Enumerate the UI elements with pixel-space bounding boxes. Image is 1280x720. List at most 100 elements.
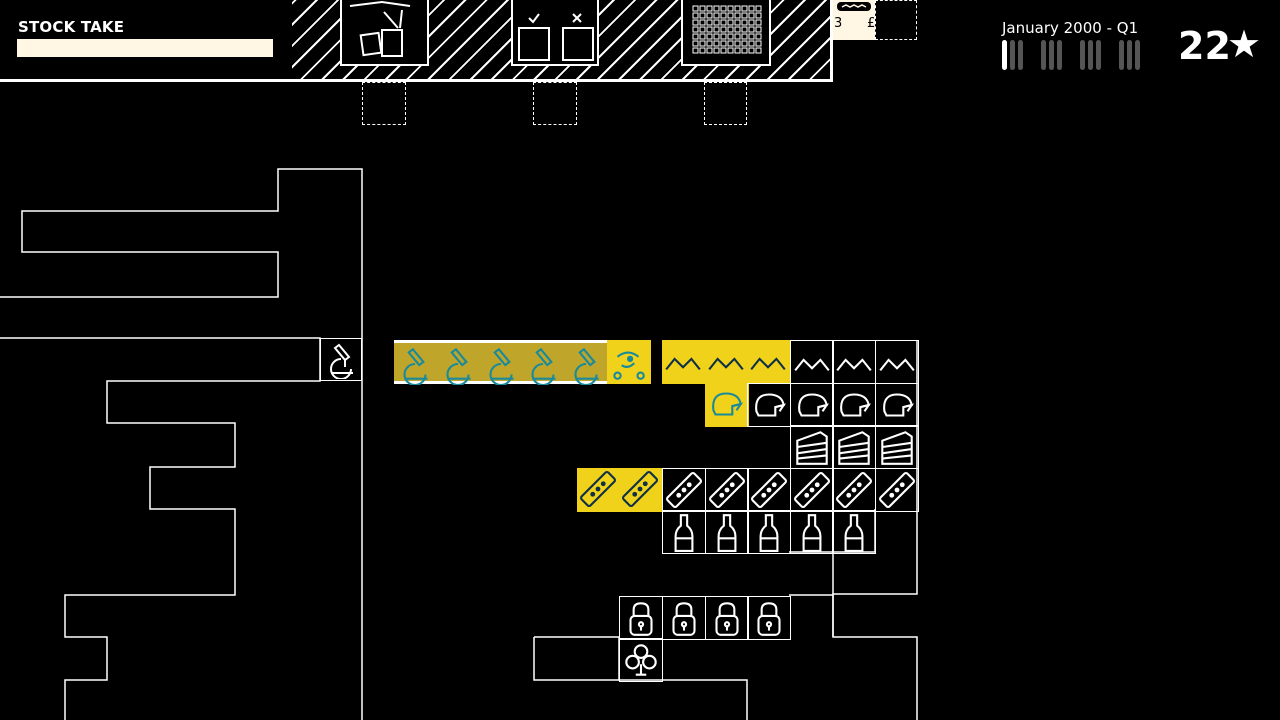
microscope-icon	[489, 347, 514, 387]
item-tile[interactable]	[437, 340, 481, 387]
item-tile[interactable]	[875, 425, 919, 469]
card-digit-left: 3	[834, 16, 843, 31]
incoming-microscope-item[interactable]	[320, 338, 362, 381]
quarter-tick	[1049, 40, 1054, 70]
alien-head-icon	[883, 393, 915, 417]
padlock-icon	[672, 602, 696, 636]
item-tile[interactable]	[619, 468, 663, 512]
output-slot-1[interactable]	[362, 82, 406, 125]
item-tile[interactable]	[747, 383, 791, 427]
bottle-icon	[844, 514, 864, 552]
item-tile[interactable]	[662, 468, 706, 512]
quarter-tick	[1127, 40, 1132, 70]
quarter-tick	[1088, 40, 1093, 70]
item-tile[interactable]	[875, 468, 919, 512]
domino-icon	[709, 472, 745, 508]
item-tile[interactable]	[705, 383, 749, 427]
quarter-tick	[1096, 40, 1101, 70]
item-tile[interactable]	[747, 340, 791, 384]
item-tile[interactable]	[747, 510, 791, 554]
quarter-tick	[1018, 40, 1023, 70]
card-item[interactable]: 3 £	[833, 0, 875, 40]
output-slot-3[interactable]	[704, 82, 747, 125]
item-tile[interactable]	[705, 596, 749, 640]
item-tile[interactable]	[790, 510, 834, 554]
microscope-icon	[531, 347, 556, 387]
bottle-icon	[717, 514, 737, 552]
item-tile[interactable]	[875, 340, 919, 384]
bin-machine-icon[interactable]	[340, 0, 429, 66]
pyramid-icon	[708, 357, 744, 371]
domino-icon	[879, 472, 915, 508]
pyramid-icon	[879, 358, 915, 372]
item-tile[interactable]	[662, 510, 706, 554]
quarter-tick	[1010, 40, 1015, 70]
stock-take-bar	[17, 39, 273, 57]
item-tile[interactable]	[790, 425, 834, 469]
microscope-icon	[403, 347, 428, 387]
item-tile[interactable]	[480, 340, 524, 387]
bottle-icon	[674, 514, 694, 552]
item-tile[interactable]	[662, 596, 706, 640]
alien-head-icon	[755, 393, 787, 417]
item-tile[interactable]	[522, 340, 566, 387]
alien-head-icon	[840, 393, 872, 417]
pyramid-icon	[794, 358, 830, 372]
grid-machine-icon[interactable]	[681, 0, 771, 66]
date-label: January 2000 - Q1	[1002, 19, 1139, 37]
domino-icon	[666, 472, 702, 508]
item-tile[interactable]	[832, 383, 876, 427]
bottle-icon	[802, 514, 822, 552]
output-slot-2[interactable]	[533, 82, 577, 125]
item-tile[interactable]	[832, 340, 876, 384]
quarter-tick	[1135, 40, 1140, 70]
quarter-tick	[1057, 40, 1062, 70]
item-tile[interactable]	[790, 340, 834, 384]
microscope-icon	[574, 347, 599, 387]
item-tile[interactable]	[619, 638, 663, 682]
quarter-tick	[1080, 40, 1085, 70]
club-icon	[625, 644, 657, 676]
quarter-tick	[1002, 40, 1007, 70]
alien-head-icon	[798, 393, 830, 417]
card-digit-right: £	[867, 16, 876, 31]
item-tile[interactable]	[565, 340, 609, 387]
accept-reject-machine-icon[interactable]	[511, 0, 599, 66]
item-tile[interactable]	[662, 340, 706, 384]
star-icon: ★	[1227, 22, 1262, 66]
item-tile[interactable]	[705, 468, 749, 512]
output-slot-4[interactable]	[875, 0, 917, 40]
domino-icon	[794, 472, 830, 508]
item-tile[interactable]	[394, 340, 438, 387]
padlock-icon	[715, 602, 739, 636]
item-tile[interactable]	[747, 596, 791, 640]
quarter-tick	[1119, 40, 1124, 70]
item-tile[interactable]	[790, 468, 834, 512]
item-tile[interactable]	[705, 510, 749, 554]
quarter-progress-ticks	[1002, 40, 1140, 70]
item-tile[interactable]	[607, 340, 651, 384]
item-tile[interactable]	[832, 510, 876, 554]
domino-icon	[751, 472, 787, 508]
domino-icon	[622, 471, 658, 507]
item-tile[interactable]	[832, 425, 876, 469]
item-tile[interactable]	[577, 468, 621, 512]
item-tile[interactable]	[619, 596, 663, 640]
microscope-icon	[446, 347, 471, 387]
domino-icon	[836, 472, 872, 508]
stock-take-label: STOCK TAKE	[18, 18, 125, 36]
item-tile[interactable]	[832, 468, 876, 512]
item-tile[interactable]	[747, 468, 791, 512]
item-tile[interactable]	[790, 383, 834, 427]
creature-face-icon	[613, 351, 645, 380]
padlock-icon	[629, 602, 653, 636]
padlock-icon	[757, 602, 781, 636]
pyramid-icon	[836, 358, 872, 372]
cake-slice-icon	[796, 431, 828, 465]
star-count: 22	[1178, 24, 1231, 68]
pyramid-icon	[665, 357, 701, 371]
item-tile[interactable]	[705, 340, 749, 384]
quarter-tick	[1041, 40, 1046, 70]
pyramid-icon	[750, 357, 786, 371]
item-tile[interactable]	[875, 383, 919, 427]
